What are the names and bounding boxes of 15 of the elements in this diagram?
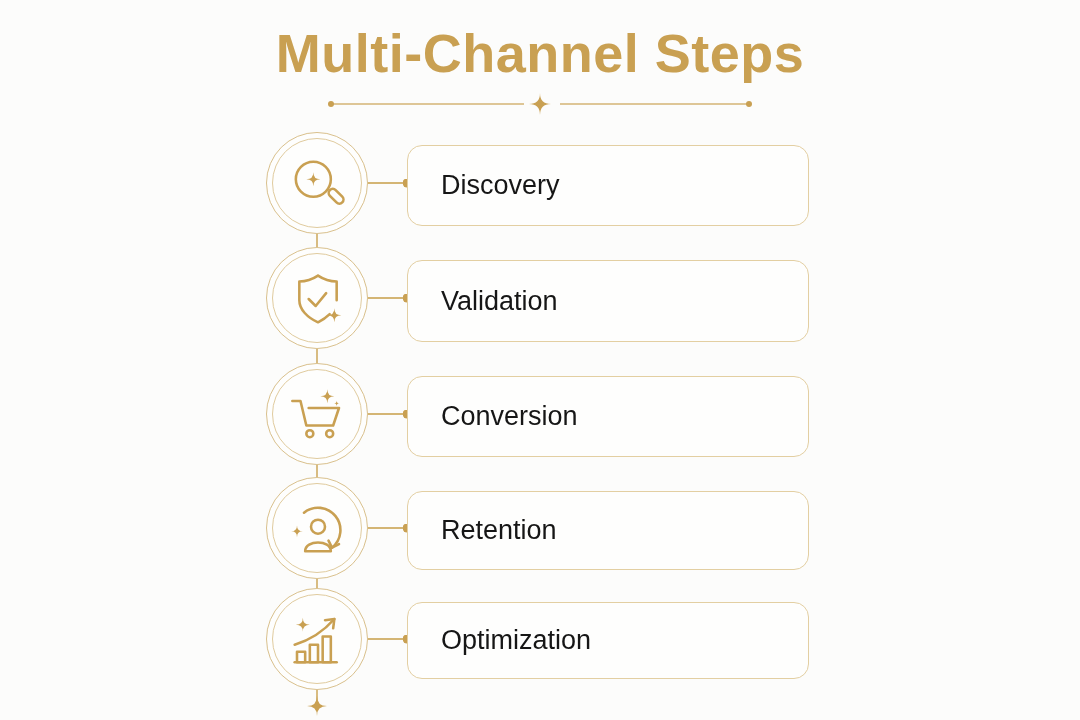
step-card (407, 260, 809, 342)
timeline-line (316, 578, 318, 589)
step-label: Discovery (441, 172, 560, 199)
step-label: Validation (441, 287, 558, 315)
timeline-line (316, 233, 318, 248)
step-card (407, 145, 809, 226)
step-card (407, 491, 809, 570)
step-card (407, 602, 809, 679)
timeline-line (316, 348, 318, 364)
step-label: Conversion (441, 403, 578, 430)
title: Multi-Channel Steps (275, 22, 805, 84)
step-label: Retention (441, 517, 557, 544)
step-label: Optimization (441, 627, 592, 654)
step-card (407, 376, 809, 457)
timeline-line (316, 464, 318, 478)
